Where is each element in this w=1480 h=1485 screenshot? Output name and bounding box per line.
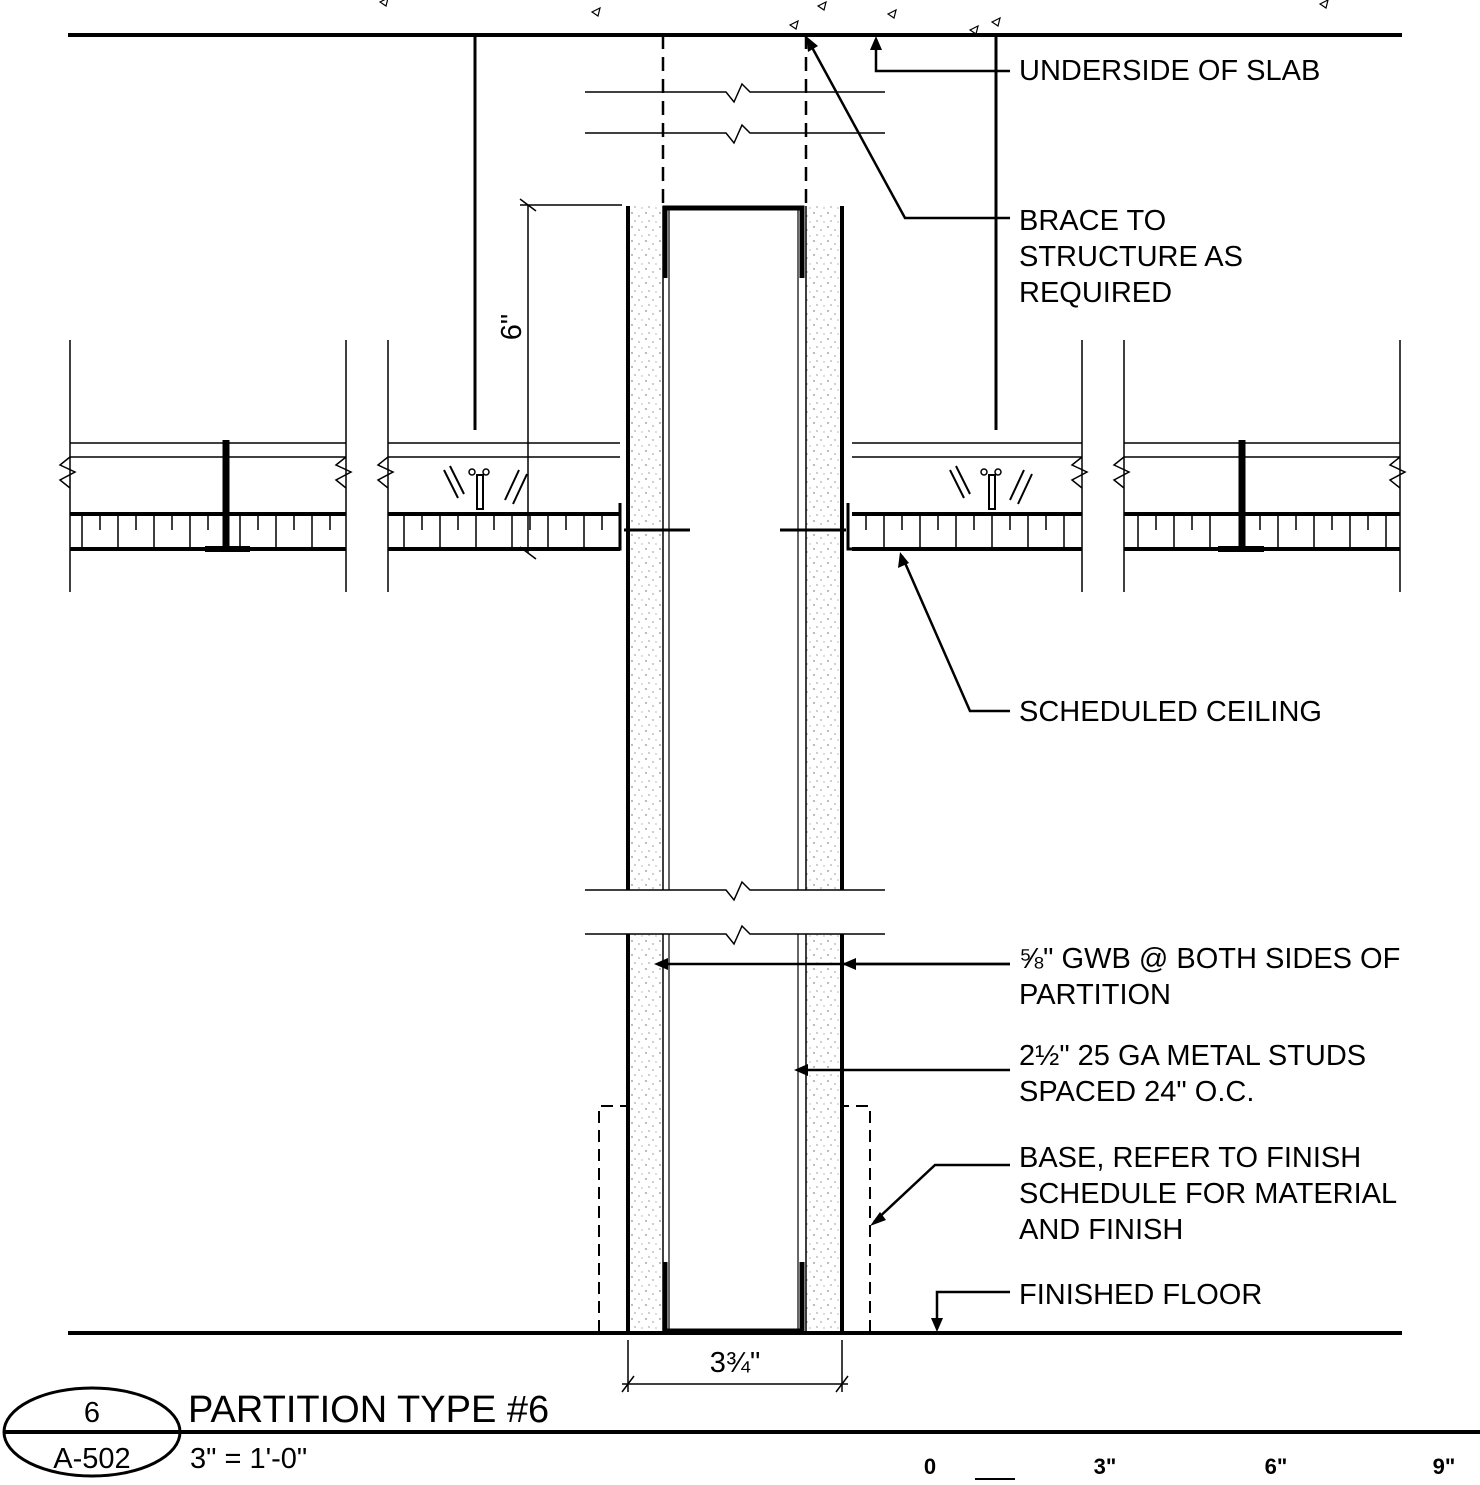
svg-text:BRACE TO: BRACE TO: [1019, 205, 1166, 237]
callout-brace: BRACE TO STRUCTURE AS REQUIRED: [1019, 205, 1243, 309]
sheet-reference: A-502: [53, 1443, 130, 1475]
callout-scheduled-ceiling: SCHEDULED CEILING: [1019, 696, 1322, 728]
svg-text:SCHEDULE FOR MATERIAL: SCHEDULE FOR MATERIAL: [1019, 1178, 1397, 1210]
partition-width-dimension: [621, 1340, 849, 1393]
ceiling-height-dimension: [519, 198, 622, 560]
svg-text:⅝" GWB @ BOTH SIDES OF: ⅝" GWB @ BOTH SIDES OF: [1019, 943, 1400, 975]
svg-text:SPACED 24" O.C.: SPACED 24" O.C.: [1019, 1076, 1254, 1108]
svg-text:BASE, REFER TO FINISH: BASE, REFER TO FINISH: [1019, 1142, 1361, 1174]
callout-finished-floor: FINISHED FLOOR: [1019, 1279, 1262, 1311]
drawing-title: PARTITION TYPE #6: [188, 1389, 549, 1431]
leader-arrowheads: [654, 36, 943, 1332]
callout-gwb: ⅝" GWB @ BOTH SIDES OF PARTITION: [1019, 943, 1400, 1011]
gypsum-board-right: [805, 206, 844, 1332]
partition-width-label: 3¾": [710, 1347, 761, 1379]
ceiling-right: [846, 340, 1407, 592]
metal-stud: [662, 205, 805, 1334]
leaders: [660, 39, 1010, 1326]
scale-tick-9: 9": [1433, 1454, 1456, 1479]
scale-tick-0: 0: [924, 1454, 936, 1479]
callout-base: BASE, REFER TO FINISH SCHEDULE FOR MATER…: [1019, 1142, 1397, 1246]
svg-text:REQUIRED: REQUIRED: [1019, 277, 1172, 309]
ceiling-left: [58, 340, 622, 592]
ceiling-height-label: 6": [496, 314, 528, 340]
svg-text:UNDERSIDE OF SLAB: UNDERSIDE OF SLAB: [1019, 55, 1320, 87]
detail-bubble: [2, 1386, 1480, 1478]
drawing-scale: 3" = 1'-0": [190, 1443, 307, 1475]
svg-text:FINISHED FLOOR: FINISHED FLOOR: [1019, 1279, 1262, 1311]
hanger-wires: [473, 35, 998, 430]
scale-bar: 0 3" 6" 9": [924, 1454, 1456, 1480]
svg-text:STRUCTURE AS: STRUCTURE AS: [1019, 241, 1243, 273]
detail-number: 6: [84, 1397, 100, 1429]
svg-text:PARTITION: PARTITION: [1019, 979, 1171, 1011]
break-lines: [585, 82, 885, 946]
svg-text:2½" 25 GA METAL STUDS: 2½" 25 GA METAL STUDS: [1019, 1040, 1366, 1072]
gypsum-board-left: [626, 206, 664, 1332]
callout-underside-of-slab: UNDERSIDE OF SLAB: [1019, 55, 1320, 87]
scale-tick-3: 3": [1094, 1454, 1117, 1479]
concrete-slab: [378, 0, 1329, 35]
callout-studs: 2½" 25 GA METAL STUDS SPACED 24" O.C.: [1019, 1040, 1366, 1108]
svg-text:AND FINISH: AND FINISH: [1019, 1214, 1183, 1246]
scale-tick-6: 6": [1265, 1454, 1288, 1479]
svg-text:SCHEDULED CEILING: SCHEDULED CEILING: [1019, 696, 1322, 728]
stud-continuation-dashed: [661, 35, 808, 205]
